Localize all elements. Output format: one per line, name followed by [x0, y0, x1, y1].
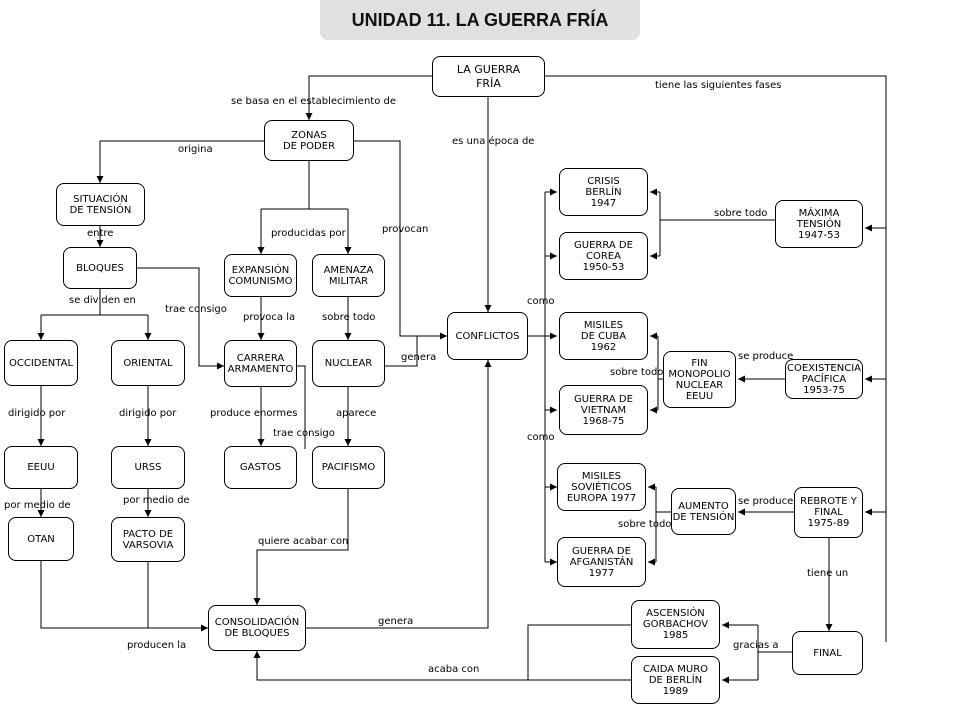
node-zonas-poder: ZONAS DE PODER — [264, 120, 354, 161]
node-oriental: ORIENTAL — [111, 340, 185, 386]
label-se-produce-1: se produce — [738, 351, 794, 362]
node-conflictos: CONFLICTOS — [447, 312, 528, 360]
node-misiles-sovieticos: MISILES SOVIÉTICOS EUROPA 1977 — [557, 463, 646, 511]
node-pacifismo: PACIFISMO — [312, 446, 385, 489]
label-quiere-acabar: quiere acabar con — [258, 536, 349, 547]
label-sobre-todo-3: sobre todo — [610, 367, 664, 378]
node-consolidacion-bloques: CONSOLIDACIÓN DE BLOQUES — [208, 605, 306, 651]
label-como-2: como — [527, 432, 555, 443]
label-acaba-con: acaba con — [428, 664, 480, 675]
node-coexistencia-pacifica: COEXISTENCIA PACÍFICA 1953-75 — [785, 359, 863, 399]
node-bloques: BLOQUES — [63, 247, 137, 289]
label-como-1: como — [527, 296, 555, 307]
node-guerra-fria: LA GUERRA FRÍA — [432, 56, 545, 97]
node-caida-muro: CAIDA MURO DE BERLÍN 1989 — [631, 656, 720, 704]
label-gracias-a: gracias a — [733, 640, 779, 651]
node-expansion-comunismo: EXPANSIÓN COMUNISMO — [224, 254, 297, 297]
label-genera-2: genera — [378, 616, 414, 627]
node-urss: URSS — [111, 446, 185, 489]
label-entre: entre — [87, 228, 114, 239]
node-eeuu: EEUU — [4, 446, 78, 489]
node-amenaza-militar: AMENAZA MILITAR — [312, 254, 385, 297]
node-fin-monopolio: FIN MONOPOLIO NUCLEAR EEUU — [663, 351, 736, 408]
label-sobre-todo-1: sobre todo — [322, 312, 376, 323]
label-genera-1: genera — [401, 352, 437, 363]
label-sobre-todo-4: sobre todo — [618, 519, 672, 530]
node-crisis-berlin: CRISIS BERLÍN 1947 — [559, 168, 648, 216]
node-occidental: OCCIDENTAL — [4, 340, 78, 386]
node-aumento-tension: AUMENTO DE TENSIÓN — [671, 488, 736, 535]
node-nuclear: NUCLEAR — [312, 340, 385, 387]
label-origina: origina — [178, 144, 213, 155]
label-se-basa: se basa en el establecimiento de — [231, 96, 397, 107]
label-provocan: provocan — [382, 224, 429, 235]
node-otan: OTAN — [8, 517, 74, 561]
label-se-produce-2: se produce — [738, 496, 794, 507]
node-guerra-vietnam: GUERRA DE VIETNAM 1968-75 — [559, 385, 648, 435]
label-tiene-fases: tiene las siguientes fases — [655, 80, 782, 91]
label-producen-la: producen la — [127, 640, 187, 651]
label-produce-enormes: produce enormes — [210, 408, 298, 419]
label-aparece: aparece — [336, 408, 377, 419]
node-maxima-tension: MÁXIMA TENSIÓN 1947-53 — [775, 200, 863, 248]
node-rebrote-final: REBROTE Y FINAL 1975-89 — [794, 487, 863, 538]
label-es-epoca: es una época de — [452, 136, 535, 147]
node-ascension-gorbachov: ASCENSIÓN GORBACHOV 1985 — [631, 600, 720, 649]
label-trae-consigo-1: trae consigo — [165, 304, 227, 315]
label-tiene-un: tiene un — [807, 568, 849, 579]
node-guerra-afganistan: GUERRA DE AFGANISTÁN 1977 — [557, 537, 646, 587]
label-dirigido-por-2: dirigido por — [119, 408, 177, 419]
node-final: FINAL — [792, 631, 863, 675]
label-sobre-todo-2: sobre todo — [714, 208, 768, 219]
page-title: UNIDAD 11. LA GUERRA FRÍA — [320, 0, 640, 40]
node-guerra-corea: GUERRA DE COREA 1950-53 — [559, 232, 648, 280]
label-se-dividen: se dividen en — [69, 295, 136, 306]
label-por-medio-2: por medio de — [123, 495, 190, 506]
label-provoca-la: provoca la — [243, 312, 296, 323]
label-dirigido-por-1: dirigido por — [8, 408, 66, 419]
node-misiles-cuba: MISILES DE CUBA 1962 — [559, 312, 648, 360]
node-carrera-armamento: CARRERA ARMAMENTO — [224, 340, 297, 387]
label-por-medio-1: por medio de — [4, 500, 71, 511]
node-pacto-varsovia: PACTO DE VARSOVIA — [111, 517, 185, 562]
label-producidas-por: producidas por — [271, 228, 346, 239]
label-trae-consigo-2: trae consigo — [273, 428, 335, 439]
node-gastos: GASTOS — [224, 446, 297, 489]
node-situacion-tension: SITUACIÓN DE TENSIÓN — [56, 183, 145, 226]
